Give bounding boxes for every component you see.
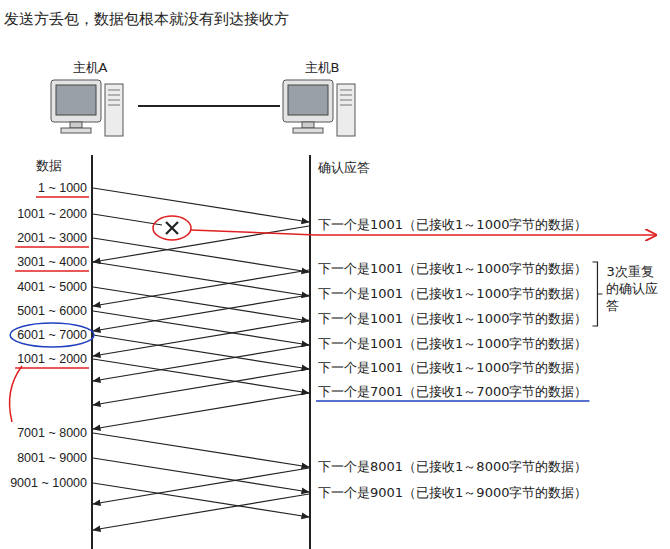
computer-outline xyxy=(280,76,356,140)
title-text: 发送方丢包，数据包根本就没有到达接收方 xyxy=(4,10,289,28)
monitor-frame xyxy=(283,80,333,122)
tower-slot xyxy=(340,95,352,96)
lost-packet xyxy=(93,214,162,225)
monitor-base xyxy=(293,128,323,133)
underline-mark xyxy=(316,400,589,402)
tower-slot xyxy=(340,90,352,91)
data-range: 1001 ~ 2000 xyxy=(17,351,87,367)
pointer-line xyxy=(10,366,22,422)
circle-mark xyxy=(10,323,94,347)
ack-arrow xyxy=(93,468,309,504)
host-computer: 主机B xyxy=(280,60,364,140)
monitor-base xyxy=(61,128,91,133)
data-range: 1001 ~ 2000 xyxy=(17,206,87,222)
ack-arrow xyxy=(93,369,309,405)
data-range: 3001 ~ 4000 xyxy=(17,254,87,270)
ack-arrow xyxy=(93,226,309,262)
underline-mark xyxy=(15,367,89,369)
ack-text: 下一个是8001（已接收1～8000字节的数据） xyxy=(318,459,587,475)
monitor-screen xyxy=(288,85,328,115)
data-range: 2001 ~ 3000 xyxy=(17,230,87,246)
tower-slot xyxy=(340,105,352,106)
ack-arrow xyxy=(93,494,309,530)
annotations xyxy=(10,197,656,422)
pc-tower xyxy=(337,84,355,136)
tower-slot xyxy=(108,90,120,91)
tower-slot xyxy=(108,105,120,106)
computer-outline xyxy=(42,76,130,140)
bracket xyxy=(592,262,602,326)
column-heading: 数据 xyxy=(36,158,62,174)
ack-text: 下一个是1001（已接收1～1000字节的数据） xyxy=(318,360,587,376)
tower-slot xyxy=(108,95,120,96)
ack-arrow xyxy=(93,393,309,429)
circle-mark xyxy=(153,216,191,240)
underline-mark xyxy=(15,270,89,272)
data-range: 4001 ~ 5000 xyxy=(17,279,87,295)
ack-text: 下一个是1001（已接收1～1000字节的数据） xyxy=(318,217,587,233)
underline-mark xyxy=(15,246,89,248)
computer-icon xyxy=(51,80,123,136)
tower-slot xyxy=(108,100,120,101)
data-range: 5001 ~ 6000 xyxy=(17,303,87,319)
monitor-neck xyxy=(302,122,314,128)
host-b-timeline xyxy=(309,155,311,549)
data-range: 8001 ~ 9000 xyxy=(17,450,87,466)
data-arrow xyxy=(93,458,309,492)
host-label: 主机B xyxy=(280,60,364,76)
ack-text: 下一个是9001（已接收1～9000字节的数据） xyxy=(318,485,587,501)
host-label: 主机A xyxy=(42,60,138,76)
ack-text: 下一个是1001（已接收1～1000字节的数据） xyxy=(318,261,587,277)
underline-mark xyxy=(36,196,89,198)
host-a-timeline xyxy=(91,155,93,549)
data-range: 9001 ~ 10000 xyxy=(10,475,87,491)
monitor-screen xyxy=(56,85,96,115)
pc-tower xyxy=(105,84,123,136)
monitor-frame xyxy=(51,80,101,122)
data-arrow xyxy=(93,262,309,296)
host-computer: 主机A xyxy=(42,60,138,140)
data-arrow xyxy=(93,188,309,222)
data-range: 6001 ~ 7000 xyxy=(17,327,87,343)
ack-text: 下一个是7001（已接收1～7000字节的数据） xyxy=(318,384,587,400)
ack-text: 下一个是1001（已接收1～1000字节的数据） xyxy=(318,286,587,302)
ack-arrow xyxy=(93,345,309,381)
column-heading: 确认应答 xyxy=(318,160,370,176)
packet-arrows xyxy=(93,188,309,530)
ack-text: 下一个是1001（已接收1～1000字节的数据） xyxy=(318,336,587,352)
data-range: 1 ~ 1000 xyxy=(38,180,87,196)
tower-slot xyxy=(340,100,352,101)
data-arrow xyxy=(93,433,309,467)
bracket-note: 3次重复的确认应答 xyxy=(606,263,658,314)
network-cable xyxy=(138,105,280,107)
loss-mark xyxy=(166,222,178,234)
data-range: 7001 ~ 8000 xyxy=(17,425,87,441)
computer-icon xyxy=(283,80,355,136)
monitor-neck xyxy=(70,122,82,128)
ack-text: 下一个是1001（已接收1～1000字节的数据） xyxy=(318,311,587,327)
